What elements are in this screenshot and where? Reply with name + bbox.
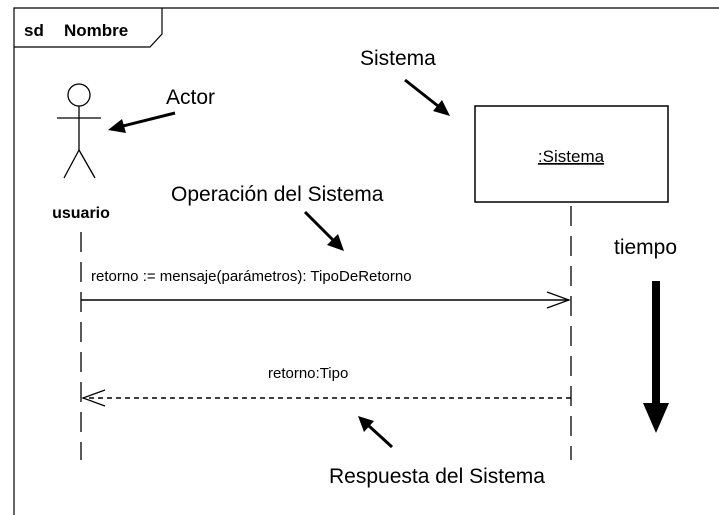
actor-annotation-label: Actor: [166, 86, 215, 109]
time-indicator: tiempo: [614, 236, 677, 433]
reply-arrow: retorno:Tipo: [81, 365, 571, 407]
pointer-arrow-icon: [108, 119, 126, 133]
frame-keyword: sd: [24, 21, 44, 40]
system-object-label: :Sistema: [538, 147, 605, 166]
pointer-arrow-icon: [433, 100, 450, 116]
time-arrow-icon: [643, 403, 669, 433]
actor-name: usuario: [52, 205, 110, 222]
message-label: retorno := mensaje(parámetros): TipoDeRe…: [91, 268, 412, 285]
time-label: tiempo: [614, 236, 677, 259]
system-annotation: Sistema: [360, 47, 450, 116]
message-arrow: retorno := mensaje(parámetros): TipoDeRe…: [81, 268, 571, 309]
stick-figure-icon: [57, 83, 101, 179]
actor-usuario: usuario: [52, 83, 110, 222]
frame-name: Nombre: [64, 21, 128, 40]
system-object: :Sistema: [474, 105, 669, 203]
diagram-frame: sd Nombre: [13, 7, 719, 515]
reply-label: retorno:Tipo: [268, 365, 348, 382]
actor-annotation: Actor: [108, 86, 215, 133]
response-annotation-label: Respuesta del Sistema: [329, 465, 545, 488]
pointer-arrow-icon: [327, 234, 344, 251]
operation-annotation: Operación del Sistema: [171, 183, 384, 251]
system-annotation-label: Sistema: [360, 47, 436, 70]
pointer-arrow-icon: [358, 416, 374, 432]
operation-annotation-label: Operación del Sistema: [171, 183, 384, 206]
response-annotation: Respuesta del Sistema: [329, 416, 545, 488]
